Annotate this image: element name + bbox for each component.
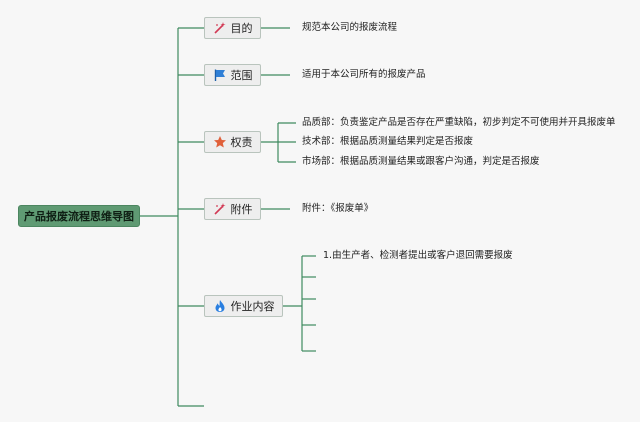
- leaf-responsibility-quality[interactable]: 品质部：负责鉴定产品是否存在严重缺陷，初步判定不可使用并开具报废单: [302, 117, 616, 128]
- branch-attachment[interactable]: 附件: [204, 198, 261, 220]
- branch-responsibility[interactable]: 权责: [204, 131, 261, 153]
- wand-icon: [213, 21, 227, 35]
- root-topic-label: 产品报废流程思维导图: [24, 210, 134, 223]
- leaf-purpose[interactable]: 规范本公司的报废流程: [302, 22, 398, 33]
- wand-icon: [213, 202, 227, 216]
- branch-purpose-label: 目的: [230, 22, 253, 35]
- branch-scope[interactable]: 范围: [204, 64, 261, 86]
- leaf-responsibility-technical[interactable]: 技术部：根据品质测量结果判定是否报废: [302, 136, 474, 147]
- leaf-operation-step-1[interactable]: 1.由生产者、检测者提出或客户退回需要报废: [323, 250, 513, 261]
- flame-icon: [213, 299, 227, 313]
- leaf-attachment[interactable]: 附件：《报废单》: [302, 203, 374, 214]
- branch-scope-label: 范围: [230, 69, 253, 82]
- branch-attachment-label: 附件: [230, 203, 253, 216]
- flag-icon: [213, 68, 227, 82]
- star-icon: [213, 135, 227, 149]
- root-topic[interactable]: 产品报废流程思维导图: [18, 205, 140, 227]
- branch-responsibility-label: 权责: [230, 136, 253, 149]
- leaf-responsibility-market[interactable]: 市场部：根据品质测量结果或跟客户沟通，判定是否报废: [302, 156, 540, 167]
- branch-purpose[interactable]: 目的: [204, 17, 261, 39]
- leaf-scope[interactable]: 适用于本公司所有的报废产品: [302, 69, 426, 80]
- branch-operation[interactable]: 作业内容: [204, 295, 283, 317]
- branch-operation-label: 作业内容: [230, 300, 275, 313]
